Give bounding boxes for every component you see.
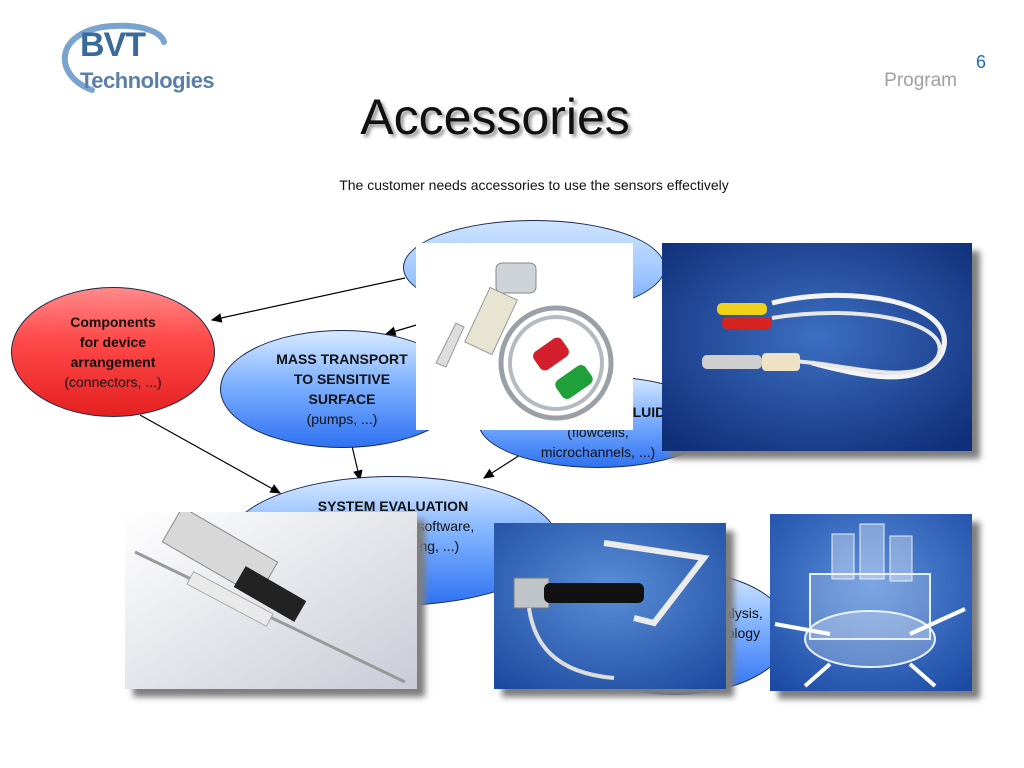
micro-line-2: microchannels, ...) (540, 444, 656, 460)
components-line-3: arrangement (70, 354, 156, 370)
slide-title: Accessories (360, 89, 630, 145)
eval-title: SYSTEM EVALUATION (317, 498, 469, 514)
components-line-2: for device (79, 334, 147, 350)
arrow-micro-to-eval (482, 454, 521, 479)
photo-sensor-probe (494, 523, 726, 689)
photo-glass-cell (770, 514, 972, 691)
photo-connector-cable (416, 243, 633, 430)
mass-line-3: SURFACE (308, 391, 376, 407)
components-line-1: Components (70, 314, 156, 330)
page-number: 6 (975, 52, 986, 72)
logo-line-1: BVT (80, 26, 146, 64)
slide-subtitle: The customer needs accessories to use th… (339, 177, 729, 193)
logo-swoosh-icon (61, 22, 167, 93)
mass-line-1: MASS TRANSPORT (276, 351, 408, 367)
bvt-logo: BVT Technologies (52, 20, 232, 100)
mass-line-2: TO SENSITIVE (293, 371, 391, 387)
components-detail: (connectors, ...) (64, 374, 162, 390)
mass-detail: (pumps, ...) (306, 411, 378, 427)
arrow-mass-to-eval (351, 445, 363, 482)
logo-line-2: Technologies (80, 68, 215, 93)
arrow-components-to-eval (139, 414, 282, 494)
program-label: Program (884, 70, 957, 91)
arrow-top-to-components (210, 277, 406, 323)
photo-syringe-pump (125, 512, 417, 689)
node-components: Components for device arrangement (conne… (11, 287, 215, 417)
photo-electrode-cable (662, 243, 972, 451)
